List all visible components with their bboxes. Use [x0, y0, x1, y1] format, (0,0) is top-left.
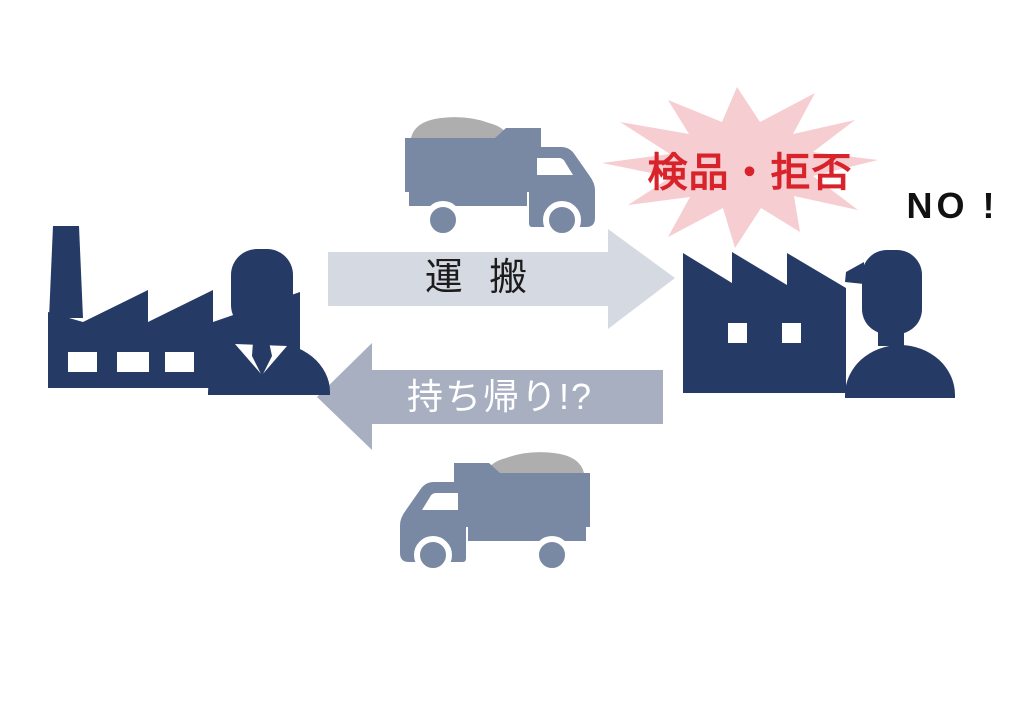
truck-load — [486, 452, 584, 473]
truck-window — [422, 493, 458, 510]
no-speech-label: NO ! — [906, 185, 999, 226]
burst-icon — [602, 87, 878, 248]
truck-bed — [454, 463, 590, 527]
takeback-arrow-icon — [317, 343, 663, 450]
factory-window — [68, 352, 97, 372]
worker-neck — [878, 326, 904, 346]
factory-window — [782, 323, 801, 343]
factory-windows — [68, 352, 194, 372]
truck-front-wheel — [414, 536, 452, 574]
receiver-factory-icon — [683, 252, 846, 393]
worker-cap-brim — [845, 262, 864, 284]
businessman-tie — [252, 342, 272, 376]
truck-rear-wheel — [424, 201, 462, 239]
factory-window — [117, 352, 149, 372]
businessman-icon — [208, 249, 330, 395]
arrow-left-shape — [317, 343, 663, 450]
loaded-dump-truck-right-icon — [405, 117, 595, 239]
inspection-rejection-label: 検品・拒否 — [647, 150, 853, 195]
truck-chassis — [409, 192, 527, 206]
truck-window — [537, 158, 573, 175]
factory-window — [165, 352, 194, 372]
burst-shape — [602, 87, 878, 248]
factory-window — [728, 323, 747, 343]
transport-arrow-label: 運 搬 — [424, 257, 536, 299]
worker-cap-icon — [845, 250, 955, 398]
arrow-right-shape — [328, 229, 675, 329]
transport-arrow-icon — [328, 229, 675, 329]
truck-rear-wheel — [533, 536, 571, 574]
loaded-dump-truck-left-icon — [400, 452, 590, 574]
truck-bed — [405, 128, 541, 192]
businessman-shoulders — [208, 342, 330, 395]
truck-front-wheel — [543, 201, 581, 239]
worker-shoulders — [845, 345, 955, 398]
worker-head — [862, 250, 922, 334]
factory-body — [683, 252, 846, 393]
factory-windows — [728, 323, 801, 343]
truck-chassis — [468, 527, 586, 541]
truck-load — [411, 117, 509, 138]
businessman-head — [231, 249, 293, 331]
factory-chimney — [49, 226, 83, 318]
takeback-arrow-label: 持ち帰り!? — [406, 376, 594, 417]
bubble-body — [888, 158, 1016, 252]
